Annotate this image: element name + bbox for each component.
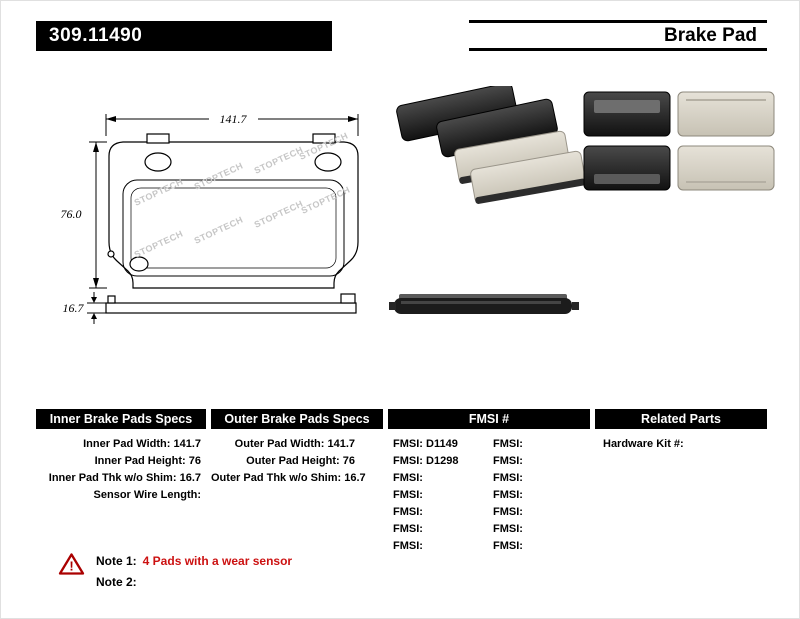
friction-chamfer-outline bbox=[130, 187, 337, 269]
fmsi-row: FMSI: bbox=[393, 540, 423, 552]
pad-side-view: 16.7 bbox=[63, 292, 357, 324]
friction-surface-outline bbox=[122, 179, 345, 277]
warning-triangle-icon: ! bbox=[58, 553, 85, 575]
height-dimension: 76.0 bbox=[61, 141, 107, 289]
pad-height-label: 76.0 bbox=[61, 207, 82, 221]
related-parts-table: Related Parts Hardware Kit #: bbox=[595, 409, 767, 453]
outer-pad-width-row: Outer Pad Width: 141.7 bbox=[234, 438, 355, 450]
photo-pad-set-right bbox=[583, 91, 775, 191]
fmsi-header: FMSI # bbox=[388, 409, 590, 429]
fmsi-table: FMSI # FMSI: D1149 FMSI: D1298 FMSI: FMS… bbox=[388, 409, 590, 555]
fmsi-row: FMSI: bbox=[393, 472, 423, 484]
note-2: Note 2: bbox=[96, 575, 143, 589]
fmsi-column-2: FMSI: FMSI: FMSI: FMSI: FMSI: FMSI: FMSI… bbox=[488, 436, 588, 555]
backing-plate-outline bbox=[108, 141, 359, 289]
width-dimension: 141.7 bbox=[105, 112, 359, 136]
fmsi-row: FMSI: bbox=[393, 506, 423, 518]
hardware-kit-row: Hardware Kit #: bbox=[603, 438, 684, 450]
fmsi-row: FMSI: bbox=[493, 489, 523, 501]
photo-pad-set-left bbox=[396, 86, 586, 204]
inner-specs-header: Inner Brake Pads Specs bbox=[36, 409, 206, 429]
inner-pad-height-row: Inner Pad Height: 76 bbox=[94, 455, 201, 467]
fmsi-row: FMSI: bbox=[493, 506, 523, 518]
pad-width-label: 141.7 bbox=[220, 112, 248, 126]
outer-pad-height-row: Outer Pad Height: 76 bbox=[246, 455, 355, 467]
fmsi-row: FMSI: bbox=[393, 489, 423, 501]
part-number: 309.11490 bbox=[36, 21, 332, 51]
fmsi-row: FMSI: bbox=[493, 438, 523, 450]
edge-detail bbox=[107, 250, 115, 258]
outer-specs-header: Outer Brake Pads Specs bbox=[211, 409, 383, 429]
inner-pad-thk-row: Inner Pad Thk w/o Shim: 16.7 bbox=[48, 472, 201, 484]
fmsi-row: FMSI: bbox=[493, 523, 523, 535]
sensor-hole bbox=[129, 256, 149, 272]
top-tab-right bbox=[312, 133, 336, 144]
pad-technical-drawing: 141.7 76.0 STOPTECH STOPTECH STOPTECH ST… bbox=[61, 112, 359, 324]
fmsi-row: FMSI: bbox=[493, 540, 523, 552]
top-tab-left bbox=[146, 133, 170, 144]
mount-hole-left bbox=[144, 152, 172, 172]
pad-edge-photo bbox=[389, 294, 579, 314]
product-type-title: Brake Pad bbox=[469, 20, 767, 51]
note-2-label: Note 2: bbox=[96, 575, 137, 589]
fmsi-column-1: FMSI: D1149 FMSI: D1298 FMSI: FMSI: FMSI… bbox=[388, 436, 488, 555]
outer-specs-table: Outer Brake Pads Specs Outer Pad Width: … bbox=[211, 409, 383, 487]
svg-text:!: ! bbox=[69, 559, 73, 574]
inner-pad-width-row: Inner Pad Width: 141.7 bbox=[83, 438, 201, 450]
fmsi-row: FMSI: D1298 bbox=[393, 455, 459, 467]
fmsi-row: FMSI: bbox=[493, 472, 523, 484]
mount-hole-right bbox=[314, 152, 342, 172]
fmsi-row: FMSI: bbox=[393, 523, 423, 535]
fmsi-row: FMSI: bbox=[493, 455, 523, 467]
product-photos bbox=[396, 86, 775, 204]
related-parts-header: Related Parts bbox=[595, 409, 767, 429]
note-1-label: Note 1: bbox=[96, 554, 137, 568]
inner-specs-table: Inner Brake Pads Specs Inner Pad Width: … bbox=[36, 409, 206, 504]
sensor-wire-length-row: Sensor Wire Length: bbox=[93, 489, 201, 501]
pad-thickness-label: 16.7 bbox=[63, 301, 85, 315]
note-1-text: 4 Pads with a wear sensor bbox=[142, 554, 293, 568]
note-1: Note 1: 4 Pads with a wear sensor bbox=[96, 554, 292, 568]
fmsi-row: FMSI: D1149 bbox=[393, 438, 458, 450]
outer-pad-thk-row: Outer Pad Thk w/o Shim: 16.7 bbox=[211, 472, 366, 484]
